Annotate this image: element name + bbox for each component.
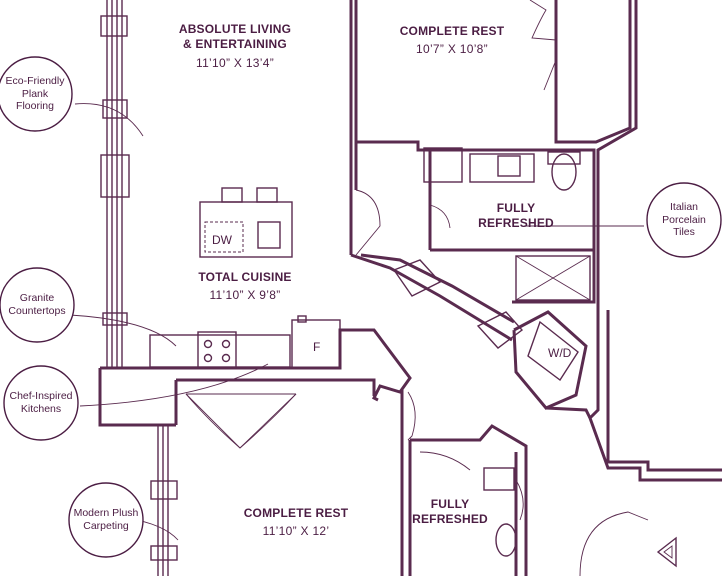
room-label-bath-top: FULLY REFRESHED	[466, 201, 566, 231]
room-name: FULLY	[496, 201, 536, 215]
room-dimensions: 10’7” X 10’8”	[416, 42, 488, 56]
callout-rings	[0, 56, 722, 558]
callout-tiles: Italian Porcelain Tiles	[646, 182, 722, 258]
doors	[185, 0, 649, 576]
room-label-kitchen: TOTAL CUISINE 11’10” X 9’8”	[180, 270, 310, 303]
room-label-bath-bottom: FULLY REFRESHED	[408, 497, 492, 527]
callout-flooring: Eco-Friendly Plank Flooring	[0, 56, 73, 132]
washer-dryer-label: W/D	[548, 346, 572, 360]
fridge-label: F	[313, 340, 321, 354]
walls	[98, 0, 722, 576]
room-dimensions: 11’10” X 13’4”	[195, 56, 275, 70]
room-dimensions: 11’10” X 12’	[262, 524, 330, 538]
room-dimensions: 11’10” X 9’8”	[209, 288, 281, 302]
callout-text: Granite Countertops	[8, 292, 66, 317]
window-wall	[100, 0, 178, 576]
callout-text: Eco-Friendly Plank Flooring	[5, 75, 65, 113]
room-name: REFRESHED	[478, 216, 554, 230]
room-name: ABSOLUTE LIVING	[178, 22, 292, 36]
callout-text: Chef-Inspired Kitchens	[9, 390, 73, 415]
room-name: TOTAL CUISINE	[198, 270, 292, 284]
room-name: FULLY	[430, 497, 470, 511]
room-label-bedroom-bottom: COMPLETE REST 11’10” X 12’	[226, 506, 366, 539]
room-label-living: ABSOLUTE LIVING & ENTERTAINING 11’10” X …	[160, 22, 310, 71]
fixtures	[149, 147, 677, 568]
room-name: REFRESHED	[412, 512, 488, 526]
callout-text: Modern Plush Carpeting	[73, 507, 139, 532]
room-name: COMPLETE REST	[399, 24, 505, 38]
room-name: & ENTERTAINING	[183, 37, 287, 51]
room-name: COMPLETE REST	[243, 506, 349, 520]
room-label-bedroom-top: COMPLETE REST 10’7” X 10’8”	[382, 24, 522, 57]
callout-kitchens: Chef-Inspired Kitchens	[3, 365, 79, 441]
dishwasher-label: DW	[212, 233, 232, 247]
callout-text: Italian Porcelain Tiles	[662, 201, 706, 239]
callout-carpet: Modern Plush Carpeting	[68, 482, 144, 558]
callout-granite: Granite Countertops	[0, 267, 75, 343]
